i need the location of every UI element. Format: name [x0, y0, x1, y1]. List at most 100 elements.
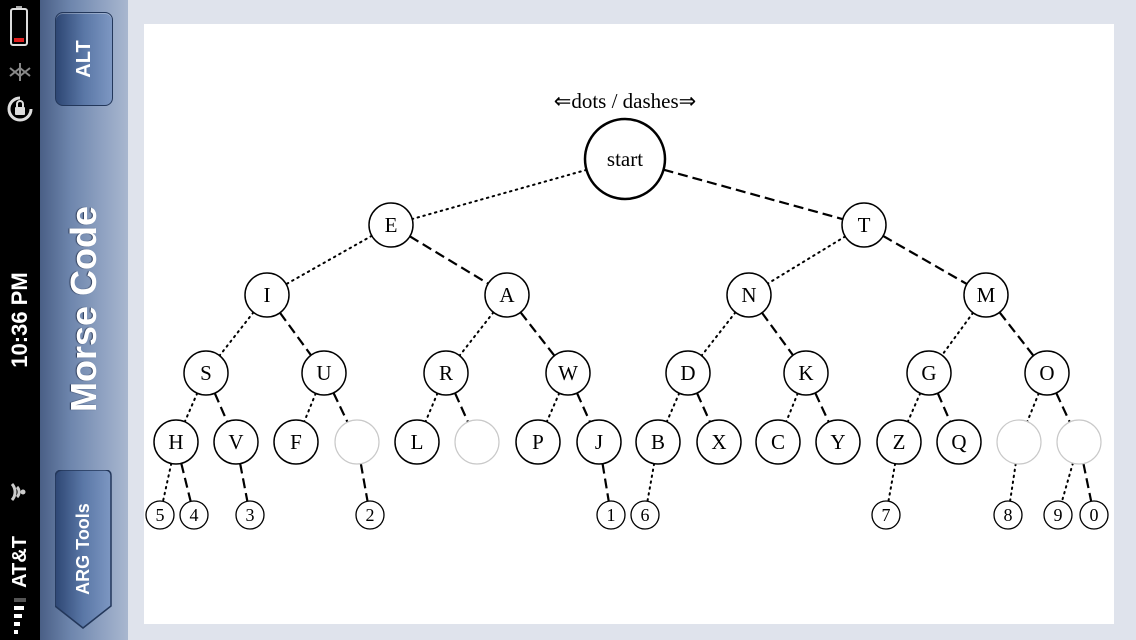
node-label-L: L — [411, 430, 424, 454]
dash-edge — [180, 463, 192, 502]
dash-edge — [696, 392, 711, 423]
dot-edge — [411, 168, 588, 221]
dot-edge — [1026, 392, 1040, 423]
dash-edge — [213, 392, 229, 423]
node-5 — [145, 500, 175, 530]
node-label-J: J — [595, 430, 603, 454]
node-E — [368, 202, 414, 248]
node-Q — [936, 419, 982, 465]
bluetooth-icon — [9, 63, 31, 81]
node-label-T: T — [858, 213, 871, 237]
dot-edge — [545, 392, 561, 423]
node-label-Z: Z — [893, 430, 906, 454]
node-8 — [993, 500, 1023, 530]
dash-edge — [279, 312, 312, 356]
dash-edge — [1082, 463, 1093, 502]
node-H — [153, 419, 199, 465]
node-J — [576, 419, 622, 465]
navigation-bar: ALT Morse Code ARG Tools — [40, 0, 129, 640]
dash-edge — [519, 311, 556, 357]
diagram-heading: ⇐dots / dashes⇒ — [554, 89, 697, 113]
node-label-B: B — [651, 430, 665, 454]
node-O — [1024, 350, 1070, 396]
node-label-N: N — [741, 283, 756, 307]
node-T — [841, 202, 887, 248]
node-label-I: I — [264, 283, 271, 307]
back-button[interactable]: ARG Tools — [55, 470, 115, 630]
node-6 — [630, 500, 660, 530]
node-R — [423, 350, 469, 396]
dash-edge — [409, 235, 489, 285]
dot-edge — [700, 311, 737, 357]
node-Z — [876, 419, 922, 465]
node-label-3: 3 — [246, 505, 255, 525]
node-label-6: 6 — [641, 505, 650, 525]
dash-edge — [601, 463, 610, 502]
dash-edge — [814, 392, 830, 423]
node-N — [726, 272, 772, 318]
wifi-icon — [10, 483, 26, 501]
node-label-X: X — [711, 430, 726, 454]
node-label-Y: Y — [830, 430, 845, 454]
node-9 — [1043, 500, 1073, 530]
node-7 — [871, 500, 901, 530]
node-2 — [355, 500, 385, 530]
node-empty — [334, 419, 380, 465]
alt-button[interactable]: ALT — [55, 12, 113, 106]
node-label-F: F — [290, 430, 302, 454]
dot-edge — [161, 462, 173, 503]
dot-edge — [665, 392, 681, 423]
node-V — [213, 419, 259, 465]
signal-icon — [14, 598, 26, 634]
node-label-H: H — [168, 430, 183, 454]
dot-edge — [646, 462, 656, 503]
dash-edge — [359, 463, 369, 502]
back-button-label: ARG Tools — [73, 503, 93, 595]
node-label-8: 8 — [1004, 505, 1013, 525]
node-label-R: R — [439, 361, 453, 385]
node-label-W: W — [558, 361, 578, 385]
node-4 — [179, 500, 209, 530]
dash-edge — [761, 312, 794, 356]
back-arrow-shape — [55, 470, 112, 629]
node-X — [696, 419, 742, 465]
dot-edge — [183, 392, 199, 423]
node-label-P: P — [532, 430, 544, 454]
node-label-C: C — [771, 430, 785, 454]
node-label-7: 7 — [882, 505, 891, 525]
rotation-lock-icon — [7, 96, 33, 122]
node-F — [273, 419, 319, 465]
dash-edge — [576, 392, 591, 423]
battery-icon — [10, 6, 28, 46]
dash-edge — [332, 392, 349, 423]
node-empty — [454, 419, 500, 465]
node-label-U: U — [316, 361, 331, 385]
dot-edge — [218, 311, 255, 357]
node-label-start: start — [607, 147, 643, 171]
dot-edge — [766, 235, 847, 285]
dot-edge — [940, 311, 975, 357]
dash-edge — [936, 392, 952, 423]
node-K — [783, 350, 829, 396]
node-empty — [1056, 419, 1102, 465]
dot-edge — [887, 462, 897, 503]
dash-edge — [663, 168, 844, 221]
status-bar: 10:36 PM AT&T — [0, 0, 40, 640]
dot-edge — [303, 392, 317, 423]
node-M — [963, 272, 1009, 318]
node-0 — [1079, 500, 1109, 530]
node-label-1: 1 — [607, 505, 616, 525]
node-label-Q: Q — [951, 430, 966, 454]
node-B — [635, 419, 681, 465]
dash-edge — [239, 463, 249, 502]
dot-edge — [285, 234, 373, 286]
status-carrier: AT&T — [9, 536, 31, 588]
dash-edge — [454, 392, 469, 423]
node-L — [394, 419, 440, 465]
node-label-2: 2 — [366, 505, 375, 525]
node-label-4: 4 — [190, 505, 199, 525]
node-label-E: E — [385, 213, 398, 237]
